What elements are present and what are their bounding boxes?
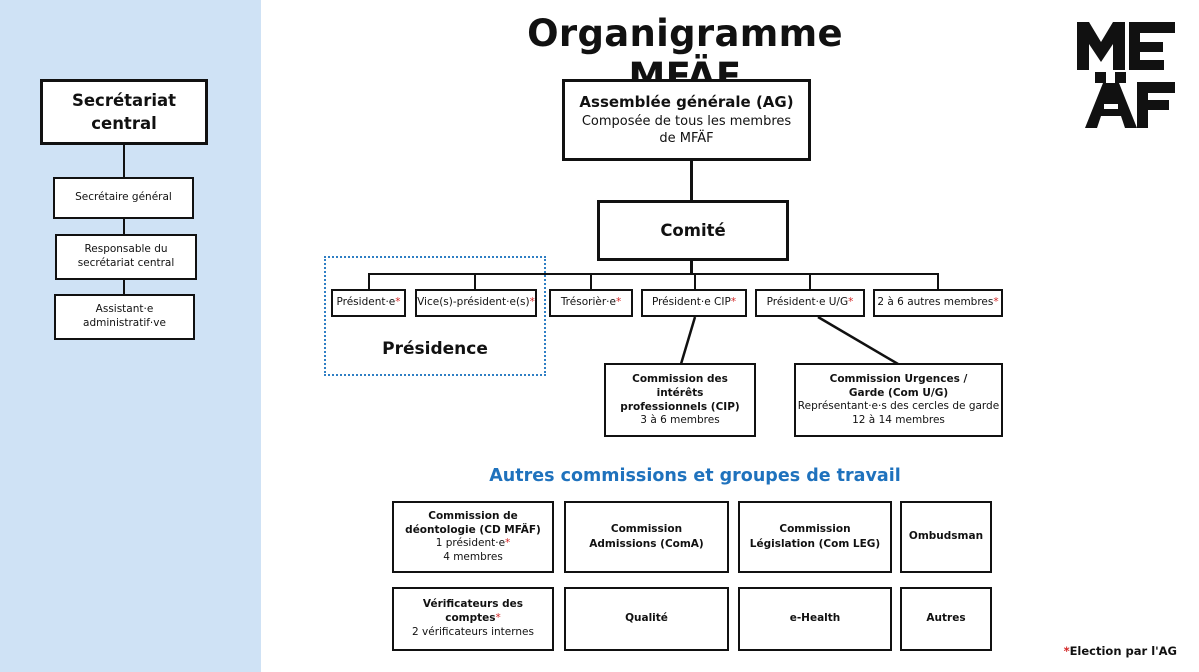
secretariat-central-box: Secrétariat central bbox=[40, 79, 208, 145]
autres-membres-label: 2 à 6 autres membres bbox=[877, 296, 994, 309]
deontologie-box: Commission de déontologie (CD MFÄF) 1 pr… bbox=[392, 501, 554, 573]
legislation-label: Commission Législation (Com LEG) bbox=[749, 523, 881, 550]
president-ug-box: Président·e U/G* bbox=[755, 289, 865, 317]
election-star: * bbox=[505, 537, 511, 550]
ehealth-label: e-Health bbox=[789, 612, 841, 625]
others-heading: Autres commissions et groupes de travail bbox=[489, 466, 901, 486]
cip-members: 3 à 6 membres bbox=[640, 414, 720, 427]
admissions-box: Commission Admissions (ComA) bbox=[564, 501, 729, 573]
ag-subtitle: Composée de tous les membres de MFÄF bbox=[581, 113, 792, 146]
president-ug-label: Président·e U/G bbox=[766, 296, 849, 309]
autres-box: Autres bbox=[900, 587, 992, 651]
deontologie-title: Commission de déontologie (CD MFÄF) bbox=[405, 509, 541, 537]
comite-label: Comité bbox=[660, 220, 726, 240]
drop-vice-president bbox=[474, 273, 476, 290]
vice-president-label: Vice(s)-président·e(s) bbox=[417, 296, 530, 309]
assemblee-generale-box: Assemblée générale (AG) Composée de tous… bbox=[562, 79, 811, 161]
deontologie-line1: 1 président·e bbox=[435, 537, 506, 550]
admissions-label: Commission Admissions (ComA) bbox=[589, 523, 704, 550]
com-ug-title: Commission Urgences / Garde (Com U/G) bbox=[829, 372, 968, 400]
connector-comite-bus bbox=[690, 260, 693, 274]
election-star: * bbox=[993, 296, 999, 309]
com-ug-subtitle: Représentant·e·s des cercles de garde bbox=[797, 400, 1000, 413]
ombudsman-box: Ombudsman bbox=[900, 501, 992, 573]
president-cip-box: Président·e CIP* bbox=[641, 289, 747, 317]
footnote-text: Election par l'AG bbox=[1069, 644, 1177, 658]
presidence-frame bbox=[324, 256, 546, 376]
verificateurs-box: Vérificateurs des comptes* 2 vérificateu… bbox=[392, 587, 554, 651]
election-star: * bbox=[615, 296, 622, 309]
secretariat-central-label: Secrétariat central bbox=[71, 90, 177, 133]
qualite-label: Qualité bbox=[625, 612, 668, 625]
footnote-star: * bbox=[1063, 644, 1070, 658]
cip-box: Commission des intérêts professionnels (… bbox=[604, 363, 756, 437]
president-cip-label: Président·e CIP bbox=[651, 296, 731, 309]
tresorier-label: Trésorièr·e bbox=[560, 296, 616, 309]
tresorier-box: Trésorièr·e* bbox=[549, 289, 633, 317]
autres-membres-box: 2 à 6 autres membres* bbox=[873, 289, 1003, 317]
mfaf-logo bbox=[1077, 22, 1175, 128]
comite-box: Comité bbox=[597, 200, 789, 261]
assistant-admin-label: Assistant·e administratif·ve bbox=[83, 303, 166, 329]
verificateurs-subtitle: 2 vérificateurs internes bbox=[412, 625, 534, 638]
election-star: * bbox=[395, 296, 401, 309]
responsable-secretariat-label: Responsable du secrétariat central bbox=[77, 243, 175, 269]
autres-label: Autres bbox=[926, 612, 966, 625]
drop-autres-membres bbox=[937, 273, 939, 290]
ombudsman-label: Ombudsman bbox=[908, 530, 984, 543]
drop-president-cip bbox=[694, 273, 696, 290]
election-star: * bbox=[529, 296, 535, 309]
cip-title: Commission des intérêts professionnels (… bbox=[620, 372, 740, 414]
com-ug-members: 12 à 14 membres bbox=[852, 414, 945, 427]
com-ug-box: Commission Urgences / Garde (Com U/G) Re… bbox=[794, 363, 1003, 437]
election-star: * bbox=[848, 296, 854, 309]
connector bbox=[123, 218, 125, 235]
drop-president-ug bbox=[809, 273, 811, 290]
vice-president-box: Vice(s)-président·e(s)* bbox=[415, 289, 537, 317]
qualite-box: Qualité bbox=[564, 587, 729, 651]
responsable-secretariat-box: Responsable du secrétariat central bbox=[55, 234, 197, 280]
connector-ag-comite bbox=[690, 160, 693, 201]
president-label: Président·e bbox=[336, 296, 396, 309]
assistant-admin-box: Assistant·e administratif·ve bbox=[54, 294, 195, 340]
verificateurs-title: Vérificateurs des comptes bbox=[422, 598, 524, 625]
secretaire-general-label: Secrétaire général bbox=[75, 191, 172, 204]
legislation-box: Commission Législation (Com LEG) bbox=[738, 501, 892, 573]
president-box: Président·e* bbox=[331, 289, 406, 317]
connector bbox=[123, 144, 125, 178]
secretaire-general-box: Secrétaire général bbox=[53, 177, 194, 219]
election-star: * bbox=[495, 612, 501, 625]
deontologie-line2: 4 membres bbox=[443, 551, 503, 564]
ag-title: Assemblée générale (AG) bbox=[579, 92, 794, 111]
presidence-label: Présidence bbox=[382, 339, 488, 359]
ehealth-box: e-Health bbox=[738, 587, 892, 651]
drop-tresorier bbox=[590, 273, 592, 290]
election-star: * bbox=[730, 296, 737, 309]
footnote: *Election par l'AG bbox=[1064, 644, 1177, 658]
drop-president bbox=[368, 273, 370, 290]
comite-bus-line bbox=[369, 273, 938, 275]
connector bbox=[123, 279, 125, 295]
